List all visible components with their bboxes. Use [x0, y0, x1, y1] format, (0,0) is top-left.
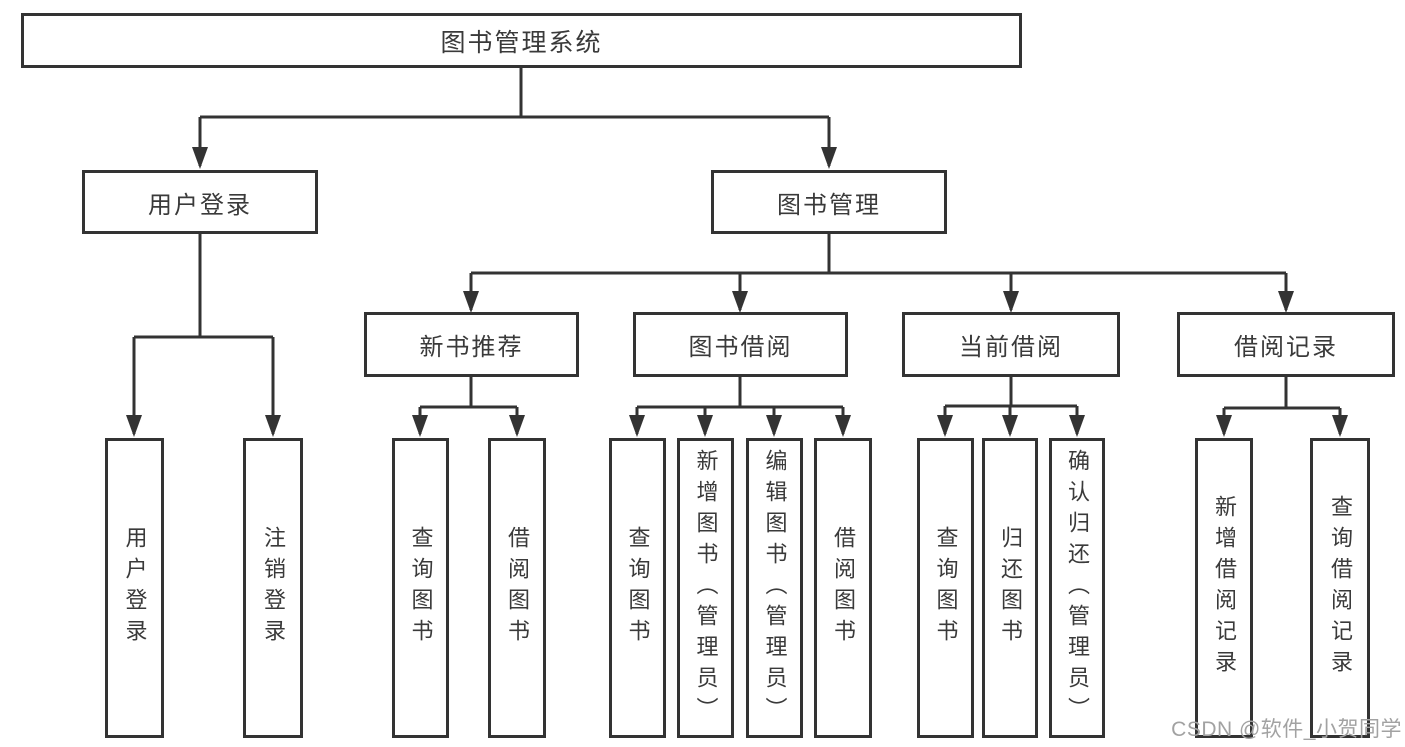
leaf-borrow-books-1: 借阅图书 — [488, 438, 546, 738]
csdn-watermark: CSDN @软件_小贺同学 — [1171, 718, 1402, 741]
leaf-add-borrow-record: 新增借阅记录 — [1195, 438, 1253, 738]
leaf-confirm-return-admin-label: 确认归还（管理员） — [1065, 448, 1090, 728]
leaf-edit-books-admin-label: 编辑图书（管理员） — [762, 448, 788, 728]
leaf-return-books-label: 归还图书 — [998, 526, 1023, 650]
node-library-management-system-label: 图书管理系统 — [440, 28, 603, 57]
leaf-edit-books-admin: 编辑图书（管理员） — [746, 438, 803, 738]
leaf-borrow-books-1-label: 借阅图书 — [505, 526, 530, 650]
node-current-borrowing: 当前借阅 — [902, 312, 1120, 377]
leaf-borrow-books-2-label: 借阅图书 — [831, 526, 856, 650]
node-current-borrowing-label: 当前借阅 — [959, 334, 1063, 361]
leaf-logout-label: 注销登录 — [261, 526, 286, 650]
leaf-borrow-books-2: 借阅图书 — [814, 438, 872, 738]
node-borrowing-records-label: 借阅记录 — [1234, 334, 1338, 361]
leaf-user-login: 用户登录 — [105, 438, 164, 738]
node-new-book-recommendation-label: 新书推荐 — [419, 334, 524, 361]
leaf-search-books-2: 查询图书 — [609, 438, 666, 738]
node-book-management-label: 图书管理 — [777, 191, 881, 219]
leaf-search-borrow-record-label: 查询借阅记录 — [1328, 495, 1353, 681]
leaf-search-books-3-label: 查询图书 — [933, 526, 959, 650]
node-book-management: 图书管理 — [711, 170, 947, 234]
leaf-search-borrow-record: 查询借阅记录 — [1310, 438, 1370, 738]
leaf-user-login-label: 用户登录 — [122, 526, 148, 650]
node-user-login-group: 用户登录 — [82, 170, 318, 234]
leaf-add-books-admin-label: 新增图书（管理员） — [693, 448, 719, 728]
leaf-logout: 注销登录 — [243, 438, 303, 738]
leaf-add-borrow-record-label: 新增借阅记录 — [1212, 495, 1237, 681]
node-book-borrowing-label: 图书借阅 — [688, 334, 793, 361]
leaf-search-books-1-label: 查询图书 — [408, 526, 434, 650]
node-new-book-recommendation: 新书推荐 — [364, 312, 579, 377]
node-library-management-system: 图书管理系统 — [21, 13, 1022, 68]
node-user-login-group-label: 用户登录 — [148, 191, 252, 219]
leaf-add-books-admin: 新增图书（管理员） — [677, 438, 734, 738]
leaf-confirm-return-admin: 确认归还（管理员） — [1049, 438, 1105, 738]
node-book-borrowing: 图书借阅 — [633, 312, 848, 377]
leaf-search-books-2-label: 查询图书 — [625, 526, 651, 650]
node-borrowing-records: 借阅记录 — [1177, 312, 1395, 377]
leaf-search-books-3: 查询图书 — [917, 438, 974, 738]
leaf-search-books-1: 查询图书 — [392, 438, 449, 738]
leaf-return-books: 归还图书 — [982, 438, 1038, 738]
